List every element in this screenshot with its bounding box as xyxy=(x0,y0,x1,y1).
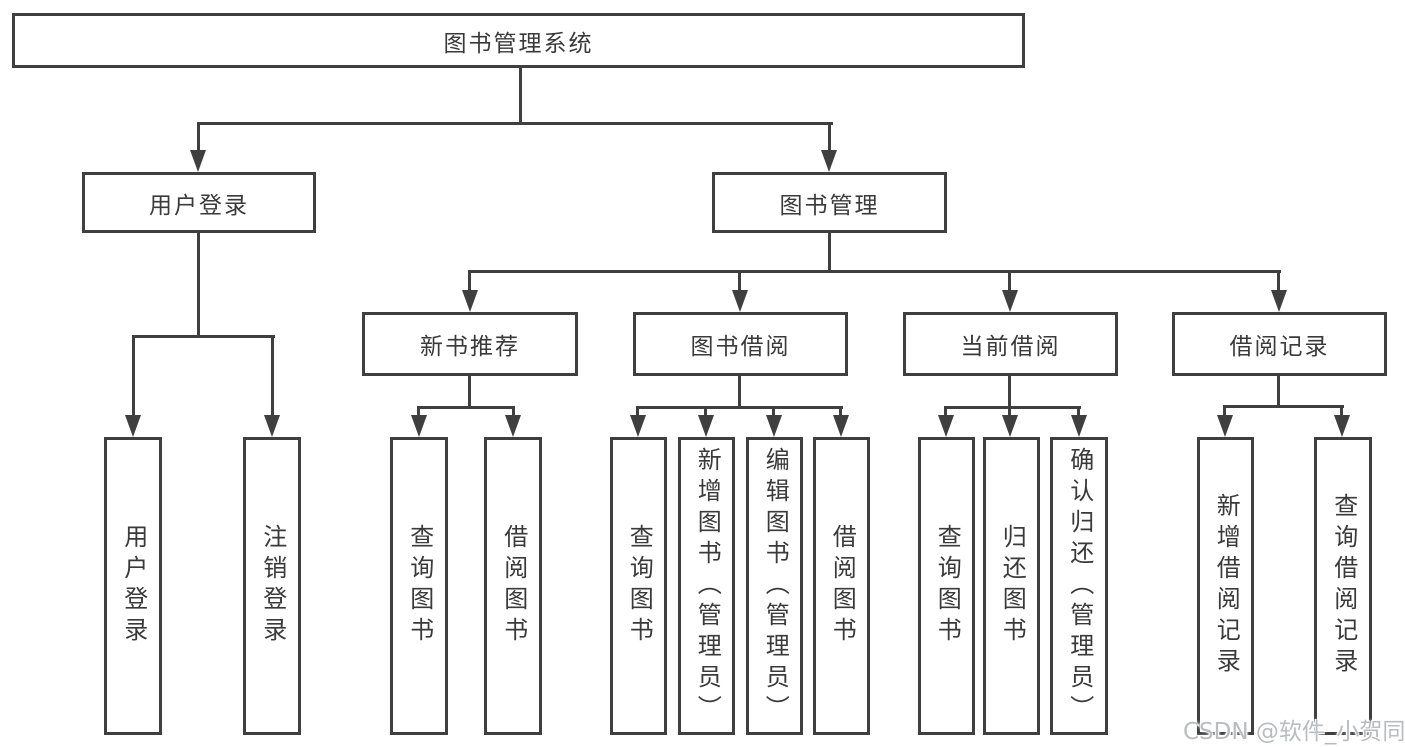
connector-line xyxy=(944,406,947,419)
arrow-down-icon xyxy=(1271,290,1287,312)
arrow-down-icon xyxy=(264,415,280,437)
leaf-recommend-query-book: 查询图书 xyxy=(390,437,448,735)
connector-line xyxy=(828,122,831,156)
leaf-borrow-book-label: 借阅图书 xyxy=(828,524,857,648)
connector-line xyxy=(512,406,515,419)
node-new-book-recommend: 新书推荐 xyxy=(362,312,578,376)
node-library-system-label: 图书管理系统 xyxy=(443,30,594,57)
arrow-down-icon xyxy=(1334,415,1350,437)
node-book-management: 图书管理 xyxy=(712,172,947,233)
connector-line xyxy=(132,335,135,419)
leaf-query-borrow-record: 查询借阅记录 xyxy=(1314,437,1372,735)
node-user-login-label: 用户登录 xyxy=(149,192,249,219)
leaf-user-login-label: 用户登录 xyxy=(119,524,148,648)
arrow-down-icon xyxy=(505,415,521,437)
connector-line xyxy=(1008,270,1011,294)
arrow-down-icon xyxy=(630,415,646,437)
connector-line xyxy=(197,233,200,337)
connector-line xyxy=(828,233,831,272)
leaf-user-login: 用户登录 xyxy=(104,437,162,735)
connector-line xyxy=(468,376,471,408)
connector-line xyxy=(417,406,515,409)
arrow-down-icon xyxy=(1071,415,1087,437)
leaf-confirm-return-admin: 确认归还（管理员） xyxy=(1050,437,1108,735)
leaf-logout: 注销登录 xyxy=(243,437,301,735)
connector-line xyxy=(197,122,833,125)
arrow-down-icon xyxy=(190,150,206,172)
leaf-logout-label: 注销登录 xyxy=(258,524,287,648)
leaf-add-book-admin: 新增图书（管理员） xyxy=(678,437,735,735)
connector-line xyxy=(271,335,274,419)
connector-line xyxy=(944,406,1081,409)
arrow-down-icon xyxy=(1217,415,1233,437)
connector-line xyxy=(704,406,707,419)
leaf-add-book-admin-label: 新增图书（管理员） xyxy=(693,446,722,726)
connector-line xyxy=(1277,270,1280,294)
arrow-down-icon xyxy=(732,290,748,312)
leaf-add-borrow-record: 新增借阅记录 xyxy=(1197,437,1254,735)
arrow-down-icon xyxy=(821,150,837,172)
connector-line xyxy=(197,122,200,156)
connector-line xyxy=(1340,405,1343,419)
leaf-edit-book-admin: 编辑图书（管理员） xyxy=(746,437,803,735)
connector-line xyxy=(1223,405,1226,419)
node-book-borrow-label: 图书借阅 xyxy=(690,334,791,360)
connector-line xyxy=(1223,405,1344,408)
leaf-add-borrow-record-label: 新增借阅记录 xyxy=(1212,493,1241,679)
connector-line xyxy=(636,406,639,419)
node-user-login: 用户登录 xyxy=(82,172,316,233)
connector-line xyxy=(468,270,1281,273)
csdn-watermark: CSDN @软件_小贺同学 xyxy=(1183,719,1405,745)
connector-line xyxy=(839,406,842,419)
node-borrow-record: 借阅记录 xyxy=(1172,312,1387,376)
node-book-management-label: 图书管理 xyxy=(779,192,880,219)
leaf-recommend-borrow-book-label: 借阅图书 xyxy=(499,524,528,648)
arrow-down-icon xyxy=(462,290,478,312)
arrow-down-icon xyxy=(698,415,714,437)
node-book-borrow: 图书借阅 xyxy=(633,312,848,376)
leaf-edit-book-admin-label: 编辑图书（管理员） xyxy=(761,446,790,726)
node-borrow-record-label: 借阅记录 xyxy=(1229,334,1330,360)
leaf-borrow-book: 借阅图书 xyxy=(813,437,870,735)
leaf-recommend-borrow-book: 借阅图书 xyxy=(484,437,542,735)
node-new-book-recommend-label: 新书推荐 xyxy=(420,334,520,360)
node-current-borrow: 当前借阅 xyxy=(903,312,1118,376)
arrow-down-icon xyxy=(766,415,782,437)
leaf-recommend-query-book-label: 查询图书 xyxy=(405,524,434,648)
arrow-down-icon xyxy=(411,415,427,437)
leaf-query-borrow-record-label: 查询借阅记录 xyxy=(1329,493,1358,679)
connector-line xyxy=(417,406,420,419)
arrow-down-icon xyxy=(1002,290,1018,312)
connector-line xyxy=(738,376,741,408)
connector-line xyxy=(519,66,522,124)
leaf-current-query-book: 查询图书 xyxy=(918,437,975,735)
arrow-down-icon xyxy=(938,415,954,437)
connector-line xyxy=(636,406,843,409)
connector-line xyxy=(1008,406,1011,419)
connector-line xyxy=(772,406,775,419)
arrow-down-icon xyxy=(125,415,141,437)
leaf-borrow-query-book: 查询图书 xyxy=(610,437,667,735)
node-current-borrow-label: 当前借阅 xyxy=(960,334,1061,360)
connector-line xyxy=(468,270,471,294)
leaf-return-book-label: 归还图书 xyxy=(998,524,1027,648)
leaf-confirm-return-admin-label: 确认归还（管理员） xyxy=(1065,446,1094,726)
leaf-borrow-query-book-label: 查询图书 xyxy=(625,524,654,648)
connector-line xyxy=(1008,376,1011,408)
node-library-system: 图书管理系统 xyxy=(12,13,1025,68)
leaf-return-book: 归还图书 xyxy=(983,437,1040,735)
connector-line xyxy=(738,270,741,294)
connector-line xyxy=(132,335,275,338)
arrow-down-icon xyxy=(833,415,849,437)
connector-line xyxy=(1077,406,1080,419)
arrow-down-icon xyxy=(1002,415,1018,437)
leaf-current-query-book-label: 查询图书 xyxy=(933,524,962,648)
connector-line xyxy=(1277,376,1280,407)
